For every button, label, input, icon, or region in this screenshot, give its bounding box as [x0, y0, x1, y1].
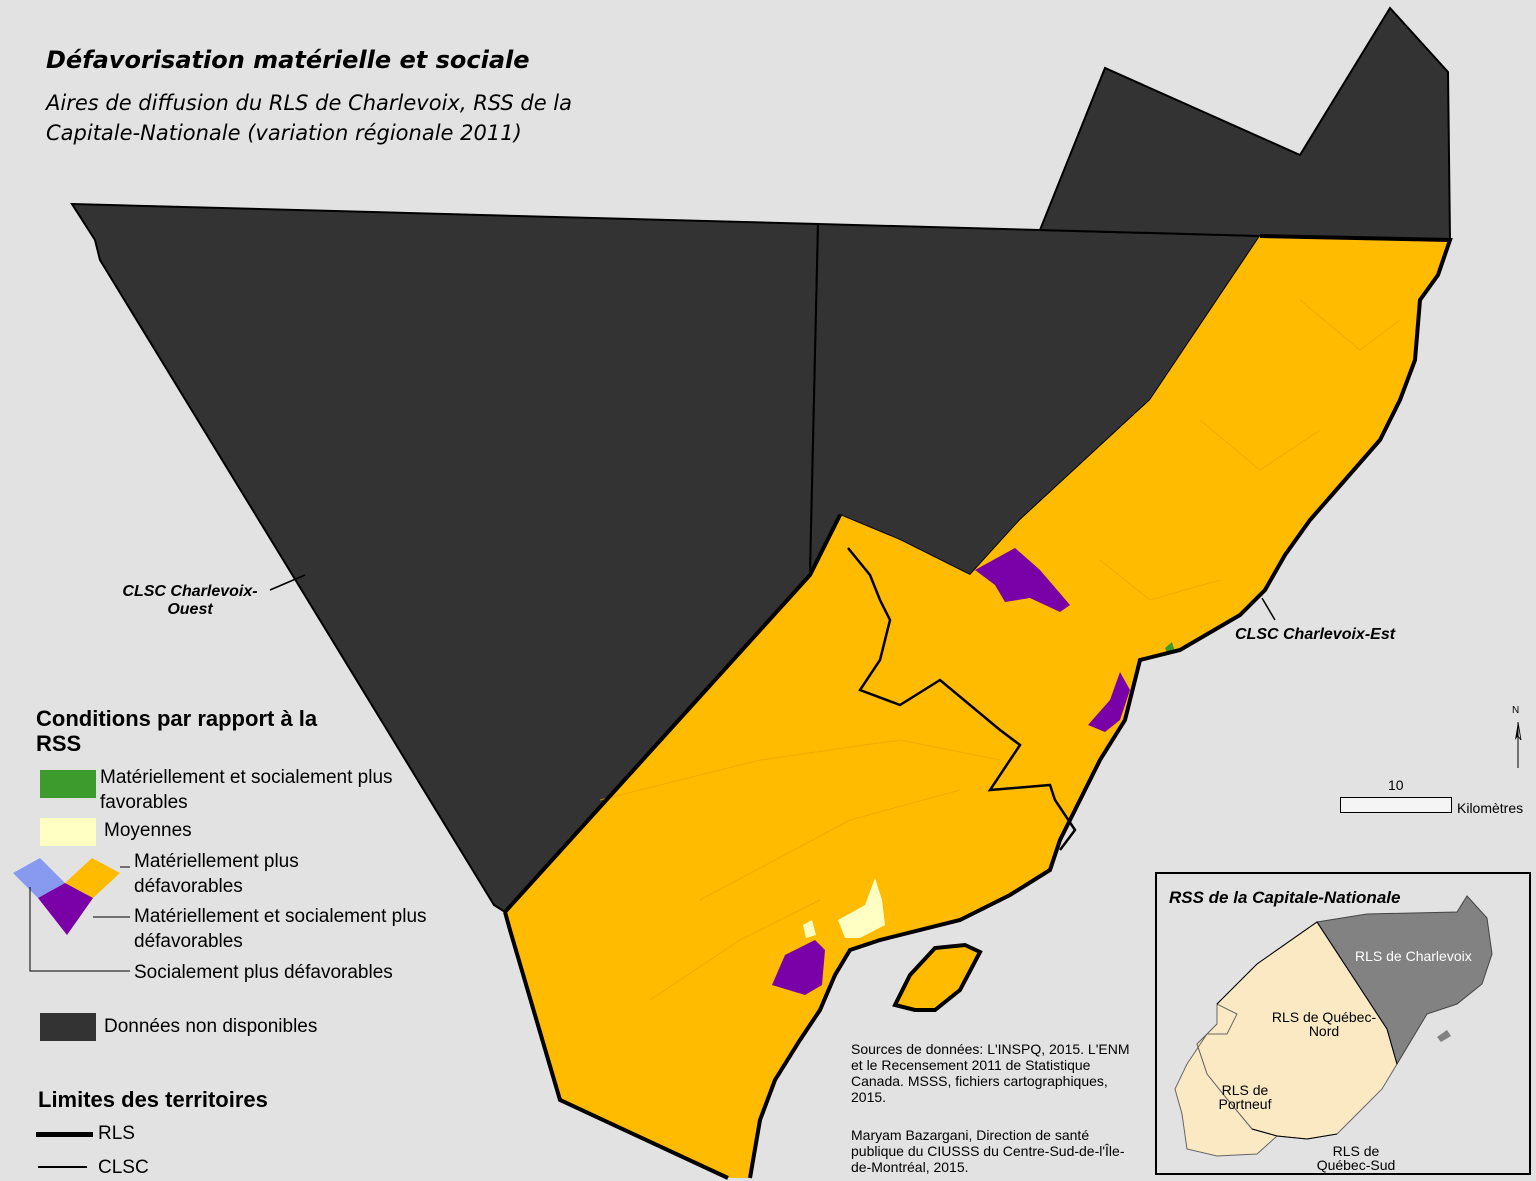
region-average — [838, 878, 885, 938]
inset-title: RSS de la Capitale-Nationale — [1169, 888, 1401, 907]
sources-author: Maryam Bazargani, Direction de santé pub… — [851, 1127, 1125, 1175]
sources-data: Sources de données: L'INSPQ, 2015. L'ENM… — [851, 1041, 1130, 1105]
inset-label-quebec-nord: RLS de Québec-Nord — [1271, 1009, 1377, 1039]
legend-swatch-average — [40, 818, 96, 846]
legend-rls-line — [36, 1132, 93, 1137]
island — [892, 942, 983, 1012]
inset-label-charlevoix: RLS de Charlevoix — [1355, 948, 1472, 964]
legend-label-rls: RLS — [98, 1123, 135, 1144]
region-both-deprived-2 — [1088, 672, 1130, 732]
inset-island — [1437, 1030, 1451, 1042]
legend-clsc-line — [38, 1166, 87, 1168]
legend-label-materially: Matériellement plus défavorables — [134, 851, 299, 897]
region-average-small — [803, 920, 816, 938]
legend-swatch-materially — [65, 858, 120, 898]
legend-label-socially: Socialement plus défavorables — [134, 962, 393, 983]
label-clsc-ouest: CLSC Charlevoix-Ouest — [122, 583, 258, 618]
legend-label-average: Moyennes — [104, 820, 192, 841]
legend-label-no-data: Données non disponibles — [104, 1016, 318, 1037]
clsc-boundary — [847, 547, 1077, 851]
internal-boundaries — [599, 299, 1401, 1001]
rls-boundary — [503, 234, 1453, 1180]
leader-clsc-est — [1261, 597, 1276, 621]
map-subtitle: Aires de diffusion du RLS de Charlevoix,… — [46, 91, 572, 145]
inset-portneuf — [1174, 1003, 1279, 1157]
region-materially-deprived — [505, 236, 1450, 1178]
label-clsc-est: CLSC Charlevoix-Est — [1235, 626, 1396, 643]
inset-map: RSS de la Capitale-Nationale RLS de Char… — [1155, 872, 1531, 1175]
scale-unit: Kilomètres — [1457, 800, 1524, 816]
legend-conditions-title: Conditions par rapport à la RSS — [36, 706, 318, 756]
legend-swatch-no-data — [40, 1013, 96, 1041]
region-both-deprived-3 — [772, 940, 825, 995]
leader-clsc-ouest — [269, 574, 306, 591]
legend-swatch-favorable — [40, 770, 96, 798]
scale-bar — [1340, 797, 1452, 813]
legend-swatch-socially — [13, 858, 65, 898]
legend-swatch-both — [38, 883, 93, 935]
inset-boundaries — [1216, 921, 1398, 1140]
scale-value: 10 — [1388, 777, 1404, 793]
legend-label-clsc: CLSC — [98, 1157, 149, 1178]
north-arrow-icon — [1515, 721, 1522, 768]
legend-limits-title: Limites des territoires — [38, 1087, 268, 1112]
north-arrow-label: N — [1512, 705, 1520, 716]
region-both-deprived-1 — [975, 548, 1070, 612]
legend-label-both: Matériellement et socialement plus défav… — [134, 906, 427, 952]
legend-bivariate-diamond — [13, 858, 130, 972]
inset-label-portneuf: RLS de Portneuf — [1218, 1082, 1272, 1112]
map-title: Défavorisation matérielle et sociale — [46, 46, 530, 74]
region-no-data-northeast — [1038, 6, 1452, 242]
legend-label-favorable: Matériellement et socialement plus favor… — [100, 767, 393, 813]
inset-map-canvas — [1174, 895, 1493, 1157]
inset-label-quebec-sud: RLS de Québec-Sud — [1316, 1143, 1396, 1173]
